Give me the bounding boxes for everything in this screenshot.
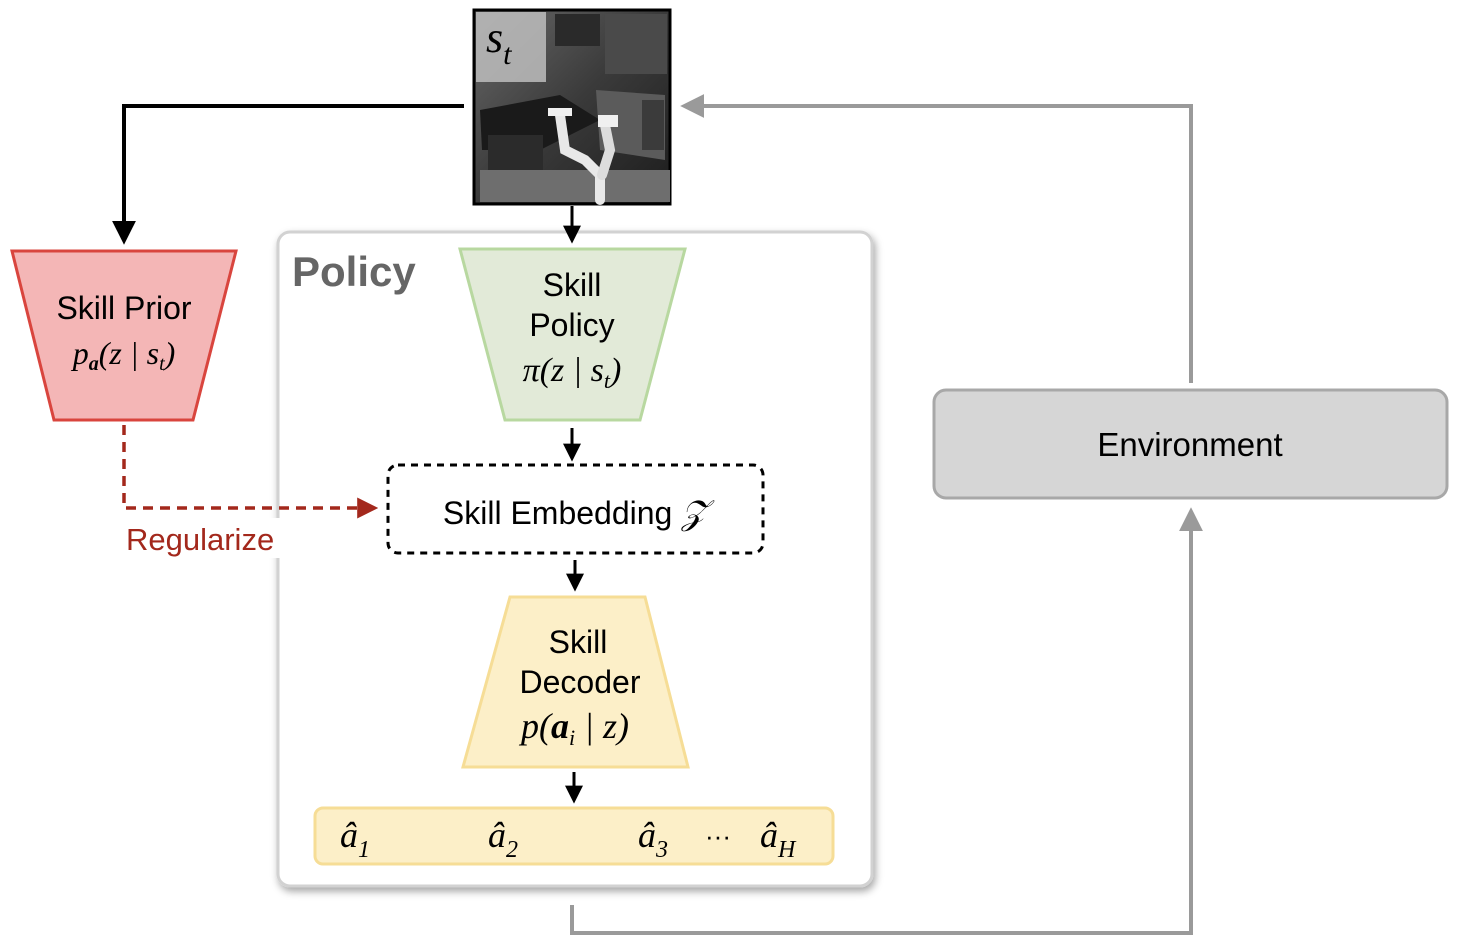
arrow-actions-to-environment (570, 507, 1203, 935)
arrow-environment-to-state (680, 94, 1193, 383)
policy-title: Policy (292, 248, 416, 295)
skill-prior-shape (10, 249, 238, 422)
skill-decoder-shape (461, 595, 690, 769)
action-token: â3 (638, 815, 668, 863)
action-subscript: 1 (358, 837, 370, 863)
action-symbol: â (638, 815, 656, 855)
arrow-state-to-prior (112, 104, 464, 245)
state-label: st (486, 13, 512, 71)
skill-prior-formula: pa(z | st) (71, 335, 176, 375)
environment-label: Environment (1097, 426, 1282, 463)
actions-ellipsis: ··· (705, 821, 731, 851)
actions-bar (313, 806, 835, 866)
skill-policy-shape (458, 247, 687, 422)
action-token: â2 (488, 815, 518, 863)
action-token: â1 (340, 815, 370, 863)
action-subscript: H (777, 837, 797, 863)
state-image (472, 8, 672, 206)
skill-policy-label-2: Policy (529, 307, 614, 343)
action-symbol: â (488, 815, 506, 855)
environment-box (932, 388, 1449, 500)
skill-prior-label: Skill Prior (56, 290, 191, 326)
action-symbol: â (760, 815, 778, 855)
skill-decoder-label-1: Skill (549, 624, 608, 660)
skill-embedding-label: Skill Embedding 𝒵 (443, 495, 715, 532)
action-symbol: â (340, 815, 358, 855)
skill-decoder-label-2: Decoder (520, 664, 641, 700)
action-token: âH (760, 815, 797, 863)
regularize-label: Regularize (126, 522, 274, 557)
action-subscript: 2 (506, 837, 518, 863)
skill-embedding-box (386, 463, 765, 555)
action-subscript: 3 (655, 837, 668, 863)
skill-policy-label-1: Skill (543, 267, 602, 303)
skill-policy-formula: π(z | st) (523, 352, 622, 393)
skill-decoder-formula: p(ai | z) (518, 706, 629, 750)
regularize-label-bg (120, 518, 298, 558)
